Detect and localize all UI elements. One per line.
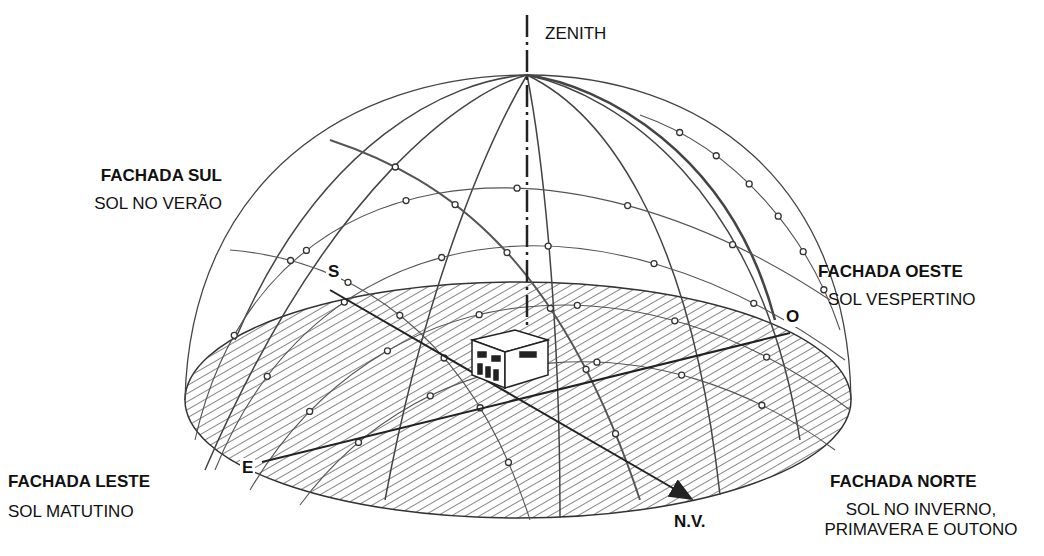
facade-title: FACHADA LESTE bbox=[8, 472, 150, 492]
sun-position-dot bbox=[545, 243, 551, 249]
sun-position-dot bbox=[288, 258, 294, 264]
cardinal-letter: E bbox=[240, 458, 255, 478]
sun-position-dot bbox=[651, 261, 657, 267]
facade-note: SOL NO VERÃO bbox=[94, 194, 222, 214]
sun-position-dot bbox=[345, 279, 351, 285]
facade-title: FACHADA NORTE bbox=[830, 472, 977, 492]
north-label: N.V. bbox=[672, 512, 708, 532]
sun-position-dot bbox=[264, 373, 270, 379]
sun-position-dot bbox=[476, 312, 482, 318]
sun-position-dot bbox=[764, 354, 770, 360]
sun-position-dot bbox=[679, 372, 685, 378]
sun-position-dot bbox=[547, 305, 553, 311]
sun-position-dot bbox=[303, 247, 309, 253]
sun-position-dot bbox=[677, 129, 683, 135]
sun-position-dot bbox=[751, 300, 757, 306]
sun-position-dot bbox=[231, 332, 237, 338]
sun-position-dot bbox=[713, 153, 719, 159]
sun-position-dot bbox=[821, 287, 827, 293]
sun-position-dot bbox=[583, 366, 589, 372]
sun-position-dot bbox=[514, 185, 520, 191]
cardinal-letter: S bbox=[326, 262, 341, 282]
sun-position-dot bbox=[594, 359, 600, 365]
sun-position-dot bbox=[307, 408, 313, 414]
sun-position-dot bbox=[746, 181, 752, 187]
sun-position-dot bbox=[625, 203, 631, 209]
sun-position-dot bbox=[505, 459, 511, 465]
facade-title: FACHADA SUL bbox=[101, 166, 222, 186]
facade-title: FACHADA OESTE bbox=[818, 262, 963, 282]
sun-position-dot bbox=[397, 312, 403, 318]
sun-position-dot bbox=[672, 318, 678, 324]
facade-note: SOL NO INVERNO, PRIMAVERA E OUTONO bbox=[812, 500, 1030, 541]
sun-position-dot bbox=[403, 198, 409, 204]
sun-position-dot bbox=[439, 255, 445, 261]
zenith-label: ZENITH bbox=[545, 24, 606, 44]
sun-position-dot bbox=[452, 202, 458, 208]
facade-note: SOL MATUTINO bbox=[8, 502, 134, 522]
sun-position-dot bbox=[427, 393, 433, 399]
sun-position-dot bbox=[356, 439, 362, 445]
sun-position-dot bbox=[392, 164, 398, 170]
sun-position-dot bbox=[800, 249, 806, 255]
cardinal-letter: O bbox=[784, 307, 801, 327]
sun-position-dot bbox=[730, 242, 736, 248]
sun-position-dot bbox=[759, 402, 765, 408]
sun-position-dot bbox=[384, 348, 390, 354]
sun-position-dot bbox=[613, 431, 619, 437]
facade-note: SOL VESPERTINO bbox=[828, 290, 975, 310]
sun-position-dot bbox=[574, 302, 580, 308]
sun-position-dot bbox=[775, 213, 781, 219]
sun-position-dot bbox=[504, 250, 510, 256]
